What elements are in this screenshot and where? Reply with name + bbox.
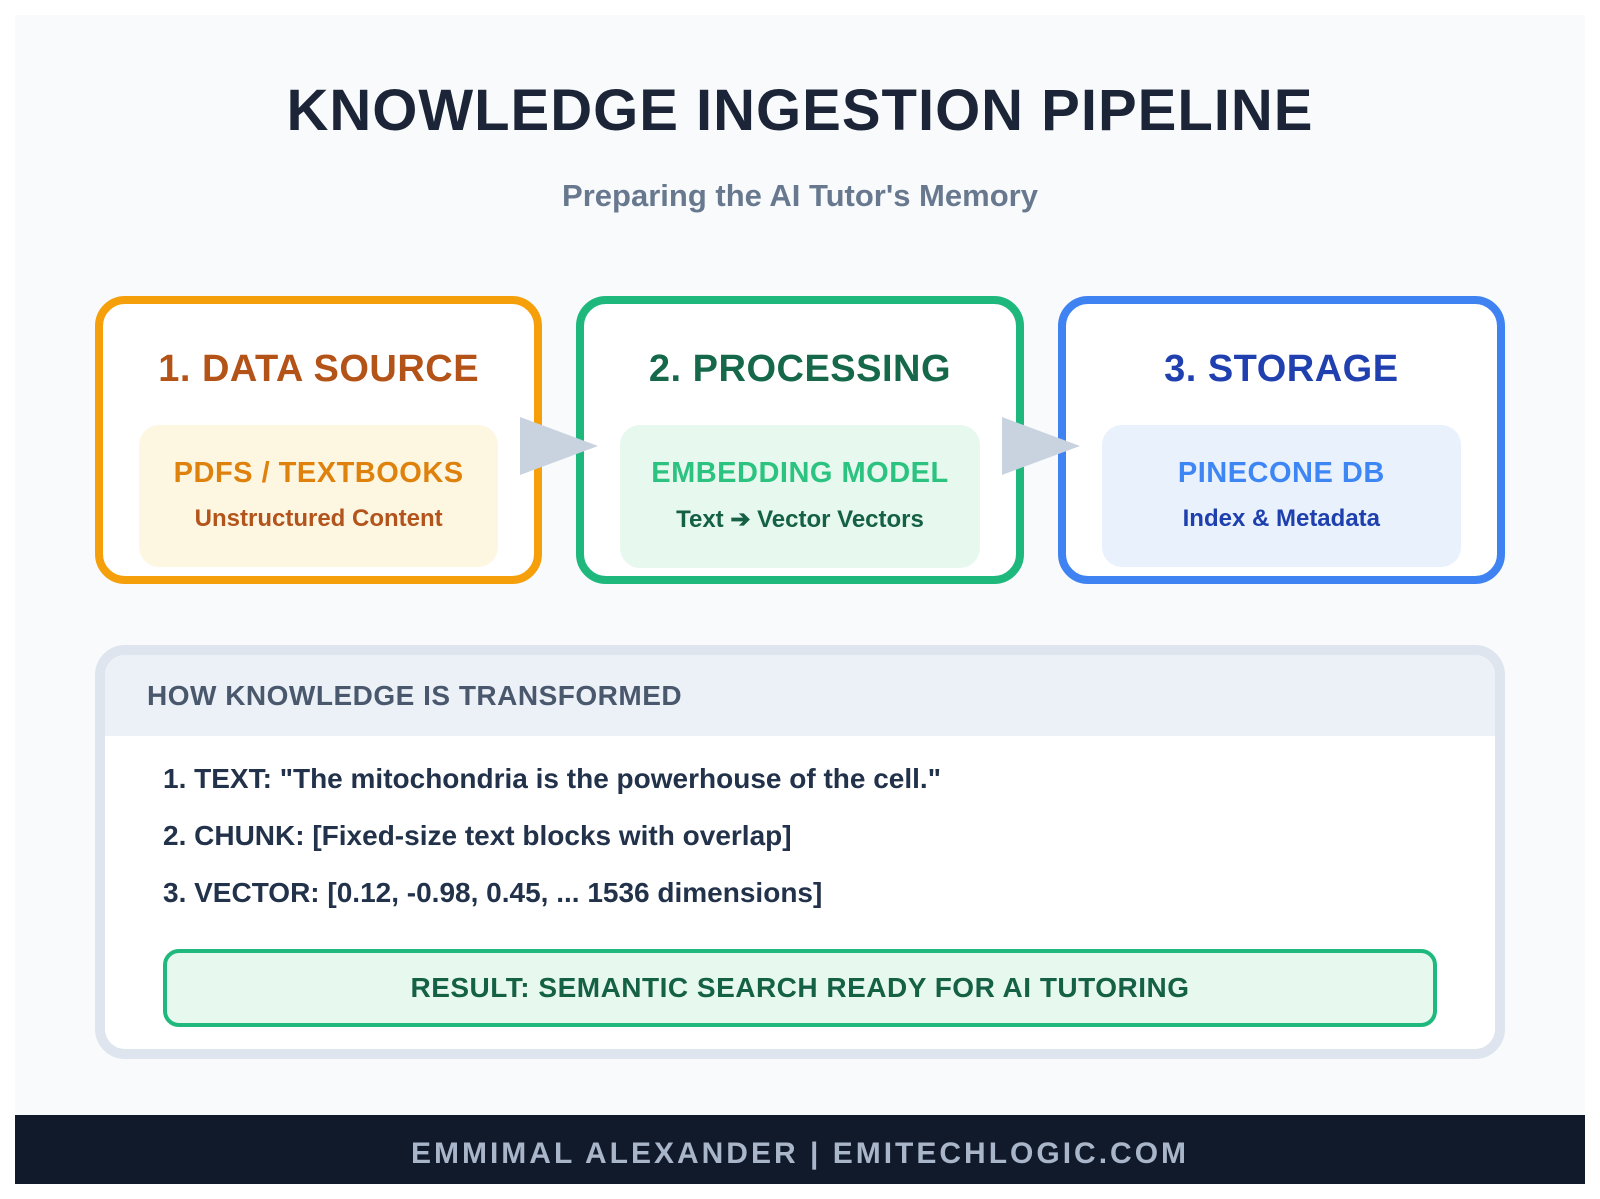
step-detail-card: EMBEDDING MODEL Text ➔ Vector Vectors [620,425,980,568]
page-title: KNOWLEDGE INGESTION PIPELINE [286,78,1314,143]
transformation-item-vector: 3. VECTOR: [0.12, -0.98, 0.45, ... 1536 … [163,877,823,908]
transformation-body: 1. TEXT: "The mitochondria is the powerh… [105,736,1495,1049]
step-sub-label: Text ➔ Vector Vectors [676,506,924,533]
flow-arrow-slot [1001,296,1080,584]
footer-credit-bar: EMMIMAL ALEXANDER | EMITECHLOGIC.COM [15,1115,1585,1184]
transformation-heading: HOW KNOWLEDGE IS TRANSFORMED [105,655,1495,736]
infographic-canvas: KNOWLEDGE INGESTION PIPELINE Preparing t… [15,15,1585,1184]
page-subtitle: Preparing the AI Tutor's Memory [562,178,1038,213]
step-main-label: PINECONE DB [1177,457,1385,489]
flow-arrow-slot [520,296,599,584]
step-main-label: EMBEDDING MODEL [651,457,949,489]
right-arrow-icon [520,417,599,475]
step-title: 3. STORAGE [1164,348,1399,390]
step-detail-card: PDFS / TEXTBOOKS Unstructured Content [139,425,499,567]
pipeline-row: 1. DATA SOURCE PDFS / TEXTBOOKS Unstruct… [95,296,1505,584]
step-main-label: PDFS / TEXTBOOKS [173,457,464,489]
right-arrow-icon [1001,417,1080,475]
step-sub-label: Index & Metadata [1182,505,1381,532]
step-title: 1. DATA SOURCE [158,348,480,390]
pipeline-step-processing: 2. PROCESSING EMBEDDING MODEL Text ➔ Vec… [576,296,1024,584]
step-detail-card: PINECONE DB Index & Metadata [1101,425,1461,567]
transformation-card: HOW KNOWLEDGE IS TRANSFORMED 1. TEXT: "T… [95,645,1505,1059]
footer-credit-text: EMMIMAL ALEXANDER | EMITECHLOGIC.COM [410,1136,1190,1170]
result-banner: RESULT: SEMANTIC SEARCH READY FOR AI TUT… [163,949,1437,1027]
transformation-item-chunk: 2. CHUNK: [Fixed-size text blocks with o… [163,820,792,851]
transformation-item-text: 1. TEXT: "The mitochondria is the powerh… [163,763,941,794]
pipeline-step-storage: 3. STORAGE PINECONE DB Index & Metadata [1057,296,1505,584]
step-sub-label: Unstructured Content [194,505,443,532]
step-title: 2. PROCESSING [648,348,952,390]
pipeline-step-data-source: 1. DATA SOURCE PDFS / TEXTBOOKS Unstruct… [95,296,543,584]
